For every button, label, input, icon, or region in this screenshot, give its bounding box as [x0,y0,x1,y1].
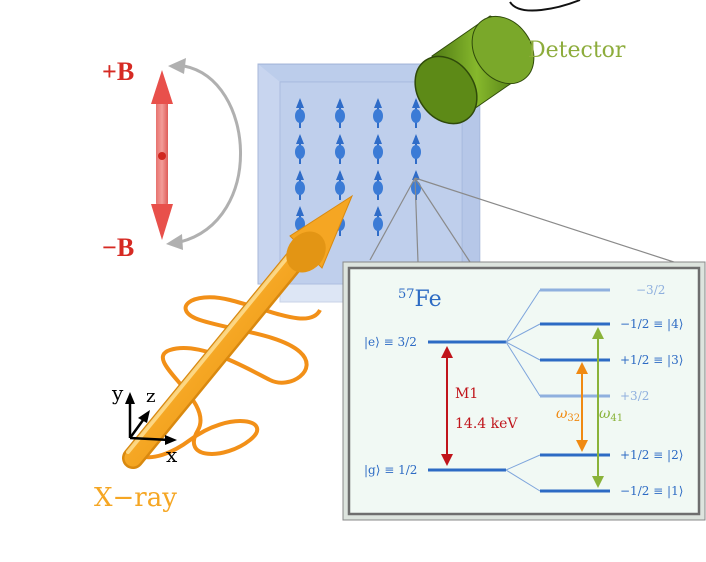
splitting-lines [505,289,541,492]
field-flip-arc-head-bottom [166,234,183,250]
omega32-label: ω32 [556,406,580,424]
isotope-mass: 57 [398,287,415,302]
spin-arrow [295,134,305,164]
sublevel-label-e0: −3/2 [636,283,665,297]
spin-arrow [411,134,421,164]
axis-z-label: z [146,386,155,407]
sublevel-label-e3: +3/2 [620,389,649,403]
omega41-sub: 41 [610,413,623,424]
spin-arrow [373,170,383,200]
spin-arrow [335,98,345,128]
omega41-label: ω41 [599,406,623,424]
axis-x-label: x [166,443,178,467]
xray-label: X−ray [94,483,177,513]
detector-icon [414,0,581,125]
spin-arrow [295,170,305,200]
field-flip-arc-head-top [168,58,186,74]
field-flip-arc [179,64,242,244]
spin-arrow [373,206,383,236]
sublevel-label-g1: −1/2 ≡ |1⟩ [620,484,683,498]
excited-state-label: |e⟩ ≡ 3/2 [364,335,417,349]
plus-b-label: +B [102,57,134,86]
spin-arrow [373,134,383,164]
energy-level-inset: 57Fe |e⟩ ≡ 3/2 |g⟩ ≡ 1/2 −3/2 −1/2 ≡ |4⟩… [342,261,706,521]
m1-label: M1 [455,386,478,402]
omega32-arrow [576,362,588,452]
omega32-sub: 32 [567,413,580,424]
omega32-symbol: ω [556,406,568,422]
xray-beam [122,194,354,469]
field-double-arrow [151,70,173,240]
m1-energy-label: 14.4 keV [455,416,518,432]
zoom-lines [369,177,681,265]
spin-arrow [411,98,421,128]
sublevel-label-g0: +1/2 ≡ |2⟩ [620,448,683,462]
detector-label: Detector [528,38,626,63]
sublevel-label-e1: −1/2 ≡ |4⟩ [620,317,683,331]
isotope-label: 57Fe [398,287,442,312]
minus-b-label: −B [102,233,134,262]
ground-state-label: |g⟩ ≡ 1/2 [364,463,417,477]
field-indicator: +B −B [102,57,242,262]
m1-transition-arrow [441,346,453,466]
spin-arrow [335,134,345,164]
omega41-symbol: ω [599,406,611,422]
omega41-arrow [592,327,604,488]
isotope-symbol: Fe [415,287,442,312]
axis-y-label: y [111,381,124,405]
xray-wave [135,295,322,460]
spin-arrow [373,98,383,128]
spin-arrow [295,98,305,128]
coordinate-axes [125,392,177,445]
sublevel-label-e2: +1/2 ≡ |3⟩ [620,353,683,367]
spin-arrow [335,170,345,200]
